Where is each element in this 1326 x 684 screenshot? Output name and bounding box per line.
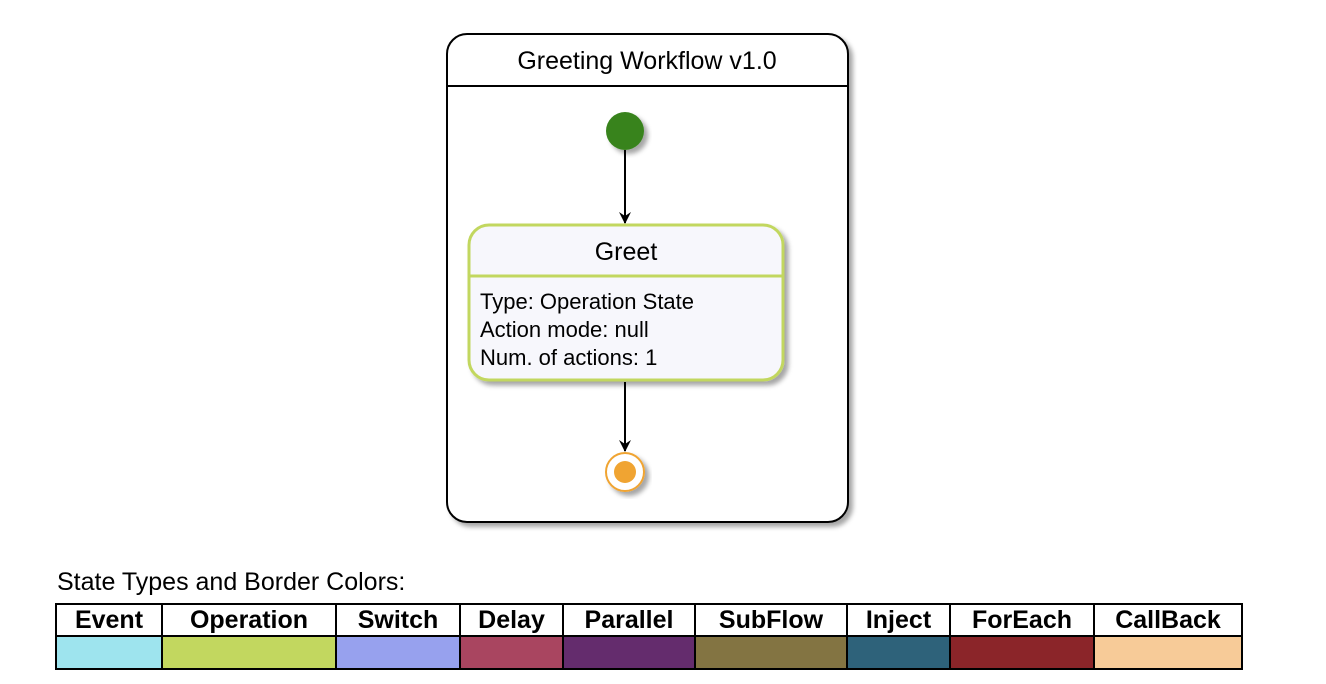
legend-type-foreach: ForEach bbox=[949, 603, 1095, 637]
legend-title: State Types and Border Colors: bbox=[57, 568, 406, 596]
legend-type-subflow: SubFlow bbox=[694, 603, 848, 637]
legend-swatch-event bbox=[55, 635, 163, 670]
legend-type-event: Event bbox=[55, 603, 163, 637]
legend-table: Event Operation Switch Delay Parallel Su… bbox=[55, 603, 1243, 670]
legend-swatch-row bbox=[55, 635, 1243, 670]
legend-type-callback: CallBack bbox=[1093, 603, 1243, 637]
state-type-line: Type: Operation State bbox=[480, 289, 694, 314]
legend-swatch-operation bbox=[161, 635, 337, 670]
legend-swatch-foreach bbox=[949, 635, 1095, 670]
legend-type-operation: Operation bbox=[161, 603, 337, 637]
state-num-actions-line: Num. of actions: 1 bbox=[480, 345, 657, 370]
legend-swatch-inject bbox=[846, 635, 951, 670]
workflow-diagram: Greeting Workflow v1.0 Greet Type: Opera… bbox=[446, 33, 849, 523]
legend-type-delay: Delay bbox=[459, 603, 564, 637]
legend-type-parallel: Parallel bbox=[562, 603, 696, 637]
legend-swatch-parallel bbox=[562, 635, 696, 670]
legend-header-row: Event Operation Switch Delay Parallel Su… bbox=[55, 603, 1243, 637]
legend-swatch-subflow bbox=[694, 635, 848, 670]
workflow-title: Greeting Workflow v1.0 bbox=[517, 47, 776, 75]
legend-swatch-switch bbox=[335, 635, 461, 670]
legend-type-switch: Switch bbox=[335, 603, 461, 637]
state-name: Greet bbox=[595, 238, 658, 266]
state-action-mode-line: Action mode: null bbox=[480, 317, 649, 342]
state-greet: Greet Type: Operation State Action mode:… bbox=[467, 223, 785, 382]
end-node bbox=[605, 452, 645, 492]
legend-swatch-callback bbox=[1093, 635, 1243, 670]
legend-swatch-delay bbox=[459, 635, 564, 670]
start-node bbox=[606, 112, 644, 150]
legend-type-inject: Inject bbox=[846, 603, 951, 637]
